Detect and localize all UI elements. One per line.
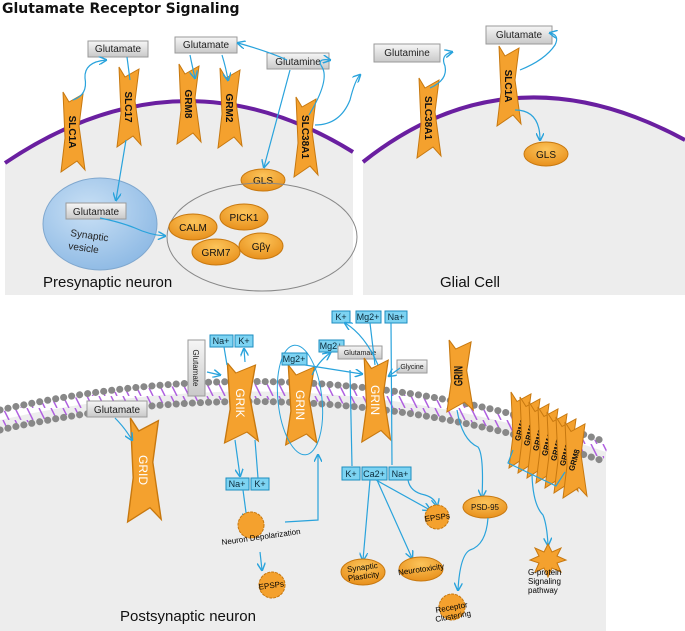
label-text: SLC38A1 [299,115,310,159]
receptor-slc38a1: SLC38A1 [416,77,442,159]
label-text: Mg2+ [283,354,306,364]
label-text: CALM [179,223,207,234]
glial-panel: Glutamine Glutamate SLC38A1 SLC1A GLS Gl… [361,25,685,295]
postsynaptic-panel: Glutamate GRID Glutamate GRIK Na+ K+ Na+… [0,310,610,631]
label-text: Glutamine [384,48,430,59]
ion-mg: Mg2+ [281,352,308,366]
label-text: SLC17 [122,91,133,123]
receptor-grm8: GRM8 [176,63,202,145]
glutamine-box: Glutamine [373,43,441,63]
label-text: PICK1 [230,213,259,224]
label-text: G-protein [528,568,561,577]
receptor-slc1a: SLC1A [60,91,86,173]
ion-k: K+ [341,466,361,481]
label-text: Gβγ [252,242,271,253]
label-text: SLC1A [502,70,513,103]
psd95-oval: PSD-95 [462,495,508,519]
grid-label: GRID [136,455,150,485]
label-text: Signaling [528,577,561,586]
synaptic-vesicle: Glutamate Synaptic vesicle [42,177,158,271]
label-text: K+ [238,336,249,346]
label-text: SLC1A [66,116,77,149]
ion-na: Na+ [225,477,250,491]
gls-oval: GLS [240,168,286,192]
glial-cell [363,97,685,295]
grin-label: GRIN [368,385,382,415]
epsps-blob: EPSPs [424,504,450,530]
epsps-blob: EPSPs [258,571,286,599]
label-text: Glutamine [275,57,321,68]
label-text: K+ [254,479,265,489]
label-text: Na+ [388,312,405,322]
label-text: Glutamate [73,207,120,218]
label-text: pathway [528,586,558,595]
label-text: Glutamate [191,350,200,387]
glutamate-box: Glutamate [485,25,553,45]
label-text: GLS [253,176,273,187]
label-text: Glutamate [183,40,230,51]
presynaptic-label: Presynaptic neuron [43,274,172,291]
receptor-slc17: SLC17 [116,66,142,148]
receptor-slc38a1: SLC38A1 [293,96,319,178]
label-text: GRIN [453,366,466,386]
label-text: Synaptic [70,228,110,244]
protein-complex: CALM PICK1 GRM7 Gβγ [166,182,358,292]
label-text: Mg2+ [320,341,343,351]
ion-ca: Ca2+ [361,466,388,481]
label-text: Glutamate [344,350,376,357]
label-text: Glutamate [496,30,543,41]
ion-k: K+ [250,477,270,491]
gls-oval: GLS [523,141,569,167]
presynaptic-panel: Glutamate Glutamate Glutamine SLC1A SLC1… [3,36,360,295]
glutamate-vertical-box: Glutamate [187,339,206,397]
label-text: SLC38A1 [422,96,433,140]
neurotoxicity-oval: Neurotoxicity [398,556,445,582]
grin-label: GRIN [293,390,307,420]
label-text: GRM2 [223,94,234,123]
label-text: Ca2+ [363,469,385,479]
ion-mg: Mg2+ [355,310,382,324]
label-text: GLS [536,150,556,161]
receptor-grm2: GRM2 [217,67,243,149]
label-text: Plasticity [347,570,380,583]
label-text: vesicle [68,241,100,256]
glutamate-box: Glutamate [87,40,149,58]
gprotein-star: G-protein Signaling pathway [528,542,568,595]
label-text: Na+ [213,336,230,346]
ion-na: Na+ [209,334,234,348]
glutamate-box: Glutamate [86,400,148,418]
label-text: EPSPs [424,511,450,523]
glutamate-box: Glutamate [337,345,383,360]
grm-cluster: GRM1 GRM2 GRM3 GRM4 GRM5 GRM6 GRM8 [508,391,588,499]
label-text: Glutamate [95,44,142,55]
receptor-grin: GRIN [446,339,474,413]
ion-k: K+ [234,334,254,348]
label-text: K+ [335,312,346,322]
grik-label: GRIK [233,388,247,417]
postsynaptic-label: Postsynaptic neuron [120,608,256,625]
glial-label: Glial Cell [440,274,500,291]
receptor-slc1a: SLC1A [496,45,522,127]
label-text: Na+ [229,479,246,489]
label-text: Mg2+ [357,312,380,322]
diagram-title: Glutamate Receptor Signaling [2,1,240,17]
ion-na: Na+ [384,310,408,324]
ion-k: K+ [331,310,351,324]
label-text: GRM7 [202,248,231,259]
label-text: Na+ [392,469,409,479]
label-text: Glycine [400,364,423,371]
label-text: Glutamate [94,405,141,416]
label-text: Synaptic [347,561,379,574]
label-text: EPSPs [258,579,284,591]
label-text: K+ [345,469,356,479]
label-text: PSD-95 [471,503,500,512]
glycine-box: Glycine [396,359,428,374]
glutamate-box: Glutamate [174,36,238,54]
ion-na: Na+ [388,466,412,481]
label-text: GRM8 [182,90,193,119]
